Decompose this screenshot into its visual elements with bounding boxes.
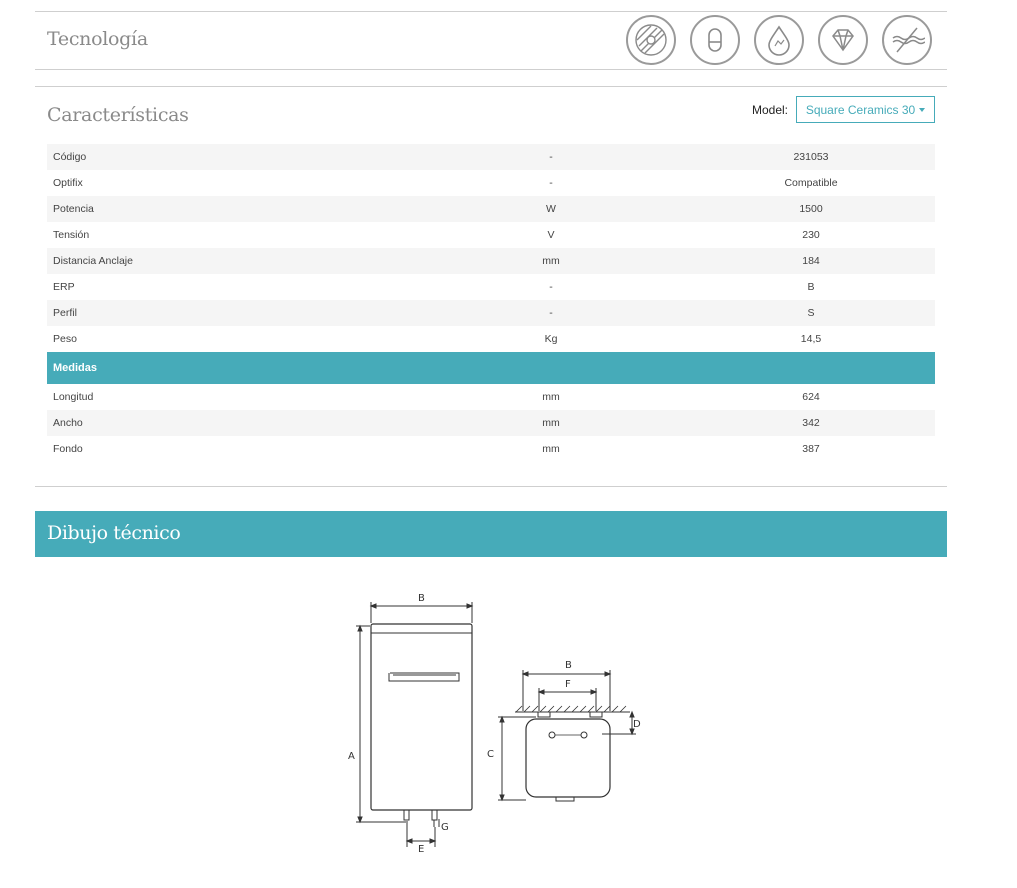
diamond-icon[interactable] bbox=[818, 15, 868, 65]
table-row: Optifix - Compatible bbox=[47, 170, 935, 196]
spec-name: Peso bbox=[53, 333, 77, 345]
spec-unit: - bbox=[549, 177, 553, 189]
caracteristicas-divider bbox=[35, 86, 947, 87]
dibujo-banner: Dibujo técnico bbox=[35, 511, 947, 557]
label-c: C bbox=[487, 749, 494, 760]
spec-value: S bbox=[735, 300, 935, 326]
table-row: Fondo mm 387 bbox=[47, 436, 935, 462]
spec-unit: - bbox=[367, 144, 735, 170]
spec-unit: mm bbox=[542, 443, 560, 455]
tech-icons-row bbox=[626, 15, 932, 65]
spec-name: Ancho bbox=[47, 410, 367, 436]
spec-name: Longitud bbox=[53, 391, 94, 403]
spec-unit: - bbox=[549, 281, 553, 293]
label-e: E bbox=[418, 844, 424, 855]
spec-unit: mm bbox=[542, 391, 560, 403]
spec-value: 387 bbox=[802, 443, 820, 455]
spec-value: 1500 bbox=[735, 196, 935, 222]
table-row: Código - 231053 bbox=[47, 144, 935, 170]
front-view bbox=[356, 602, 474, 847]
table-row: Peso Kg 14,5 bbox=[47, 326, 935, 352]
spec-value: Compatible bbox=[784, 177, 838, 189]
top-divider bbox=[35, 11, 947, 12]
spec-name: Tensión bbox=[53, 229, 90, 241]
table-row: Ancho mm 342 bbox=[47, 410, 935, 436]
side-view bbox=[498, 670, 636, 802]
label-f: F bbox=[565, 679, 571, 690]
model-selector: Model: Square Ceramics 30 bbox=[752, 96, 936, 123]
table-row: Perfil - S bbox=[47, 300, 935, 326]
spec-value: 231053 bbox=[735, 144, 935, 170]
water-drop-icon[interactable] bbox=[754, 15, 804, 65]
spec-unit: Kg bbox=[544, 333, 558, 345]
table-row: Potencia W 1500 bbox=[47, 196, 935, 222]
no-wire-icon[interactable] bbox=[882, 15, 932, 65]
group-header-medidas: Medidas bbox=[47, 352, 935, 384]
spec-name: Optifix bbox=[53, 177, 83, 189]
spec-table: Código - 231053 Optifix - Compatible Pot… bbox=[47, 144, 935, 462]
label-b-front: B bbox=[418, 593, 425, 604]
spec-name: ERP bbox=[53, 281, 75, 293]
spec-unit: - bbox=[367, 300, 735, 326]
label-d: D bbox=[633, 719, 641, 730]
table-bottom-divider bbox=[35, 486, 947, 487]
chevron-down-icon bbox=[919, 107, 926, 112]
spec-value: 230 bbox=[802, 229, 820, 241]
spec-name: Distancia Anclaje bbox=[47, 248, 367, 274]
spec-name: Fondo bbox=[53, 443, 83, 455]
technical-drawing: B A E G B F C D bbox=[348, 593, 641, 855]
model-label: Model: bbox=[752, 102, 789, 117]
spec-unit: V bbox=[547, 229, 555, 241]
spec-value: 624 bbox=[802, 391, 820, 403]
tecnologia-divider bbox=[35, 69, 947, 70]
label-g: G bbox=[441, 822, 449, 833]
stripes-circle-icon[interactable] bbox=[626, 15, 676, 65]
spec-unit: mm bbox=[367, 410, 735, 436]
spec-value: 14,5 bbox=[800, 333, 822, 345]
spec-value: B bbox=[807, 281, 815, 293]
tecnologia-title: Tecnología bbox=[47, 28, 148, 50]
table-row: Longitud mm 624 bbox=[47, 384, 935, 410]
caracteristicas-title: Características bbox=[47, 104, 189, 126]
model-dropdown-value: Square Ceramics 30 bbox=[805, 102, 916, 117]
table-row: ERP - B bbox=[47, 274, 935, 300]
spec-value: 184 bbox=[735, 248, 935, 274]
label-b-side: B bbox=[565, 660, 572, 671]
spec-unit: W bbox=[367, 196, 735, 222]
spec-name: Perfil bbox=[47, 300, 367, 326]
table-row: Distancia Anclaje mm 184 bbox=[47, 248, 935, 274]
spec-name: Código bbox=[47, 144, 367, 170]
spec-name: Potencia bbox=[47, 196, 367, 222]
capsule-icon[interactable] bbox=[690, 15, 740, 65]
spec-unit: mm bbox=[367, 248, 735, 274]
label-a: A bbox=[348, 751, 355, 762]
spec-value: 342 bbox=[735, 410, 935, 436]
table-row: Tensión V 230 bbox=[47, 222, 935, 248]
dibujo-title: Dibujo técnico bbox=[47, 522, 181, 544]
medidas-title: Medidas bbox=[47, 352, 935, 384]
model-dropdown[interactable]: Square Ceramics 30 bbox=[796, 96, 936, 123]
